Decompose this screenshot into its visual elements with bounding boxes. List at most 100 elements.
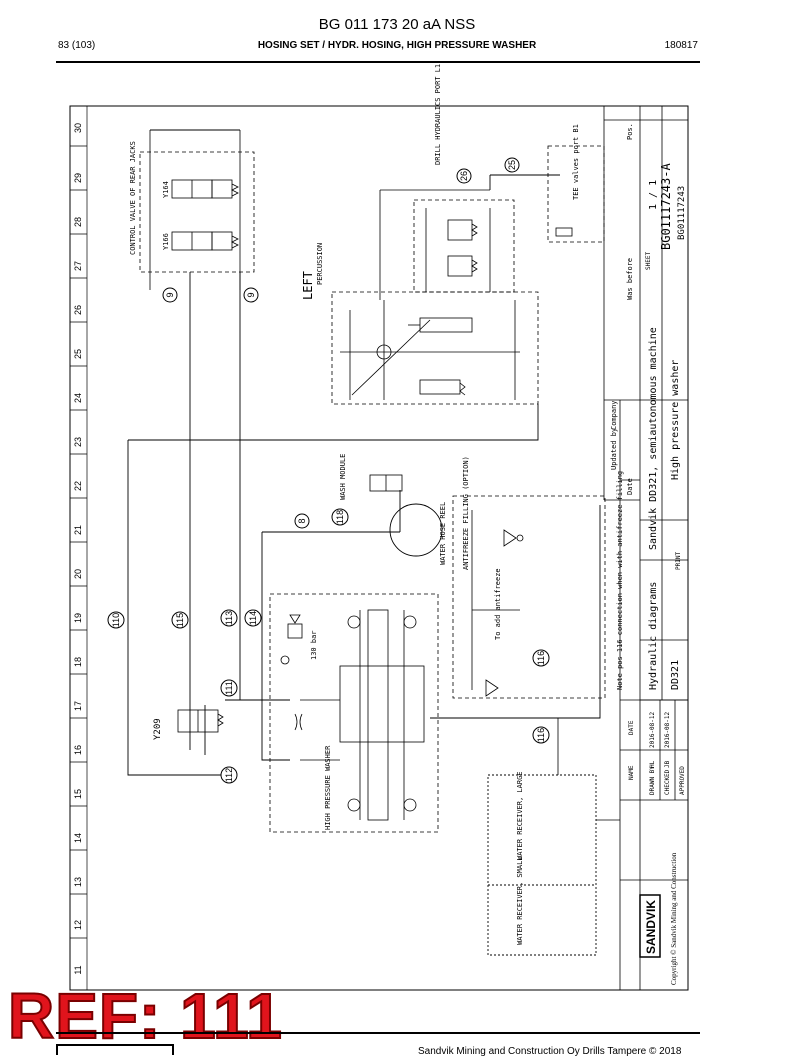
svg-text:BG01117243-A: BG01117243-A: [659, 163, 673, 250]
svg-text:30: 30: [73, 123, 83, 133]
svg-text:110: 110: [111, 613, 121, 627]
water-receivers: [487, 774, 597, 956]
svg-text:SANDVIK: SANDVIK: [644, 900, 658, 954]
svg-text:21: 21: [73, 525, 83, 535]
callout-116b: 116: [532, 726, 550, 744]
svg-text:APPROVED: APPROVED: [679, 766, 686, 795]
ref-stamp: REF: 111: [7, 980, 283, 1052]
svg-text:8: 8: [297, 518, 307, 523]
svg-text:High pressure washer: High pressure washer: [670, 360, 681, 480]
svg-text:19: 19: [73, 613, 83, 623]
svg-text:Date: Date: [626, 478, 634, 495]
svg-text:111: 111: [224, 681, 234, 695]
svg-text:28: 28: [73, 217, 83, 227]
svg-text:ANTIFREEZE FILLING (OPTION): ANTIFREEZE FILLING (OPTION): [462, 456, 470, 570]
svg-text:12: 12: [73, 920, 83, 930]
svg-text:PERCUSSION: PERCUSSION: [316, 243, 324, 285]
footer-rule: [56, 1032, 700, 1034]
svg-text:25: 25: [507, 160, 517, 170]
svg-text:DRAWN BY: DRAWN BY: [649, 766, 656, 795]
water-hose-reel: [389, 503, 443, 557]
svg-text:112: 112: [224, 768, 234, 782]
svg-text:DRILL HYDRAULICS PORT L1: DRILL HYDRAULICS PORT L1: [434, 64, 442, 165]
percussion-circuit: [331, 291, 539, 405]
svg-text:Company: Company: [610, 400, 618, 430]
svg-text:To add antifreeze: To add antifreeze: [494, 568, 502, 640]
svg-text:LEFT: LEFT: [301, 271, 315, 300]
page-number: 83 (103): [58, 40, 96, 51]
svg-text:Y209: Y209: [153, 718, 163, 740]
title-block-text: Sandvik DD321, semiautonomous machine Hi…: [610, 123, 687, 795]
callout-112: 112: [220, 766, 238, 784]
svg-text:CHECKED: CHECKED: [664, 769, 671, 795]
svg-text:16: 16: [73, 745, 83, 755]
svg-text:WASH MODULE: WASH MODULE: [339, 454, 347, 500]
callout-25: 25: [504, 157, 520, 173]
svg-text:25: 25: [73, 349, 83, 359]
svg-text:18: 18: [73, 657, 83, 667]
header-rule: [56, 61, 700, 63]
callout-115: 115: [171, 611, 189, 629]
svg-text:HIGH PRESSURE WASHER: HIGH PRESSURE WASHER: [324, 745, 332, 830]
antifreeze-box: [452, 495, 606, 699]
svg-text:Y164: Y164: [162, 181, 170, 198]
svg-text:1 / 1: 1 / 1: [648, 180, 659, 210]
svg-text:9: 9: [246, 292, 256, 297]
callout-118: 118: [331, 508, 349, 526]
document-title: BG 011 173 20 aA NSS: [318, 16, 476, 33]
svg-text:24: 24: [73, 393, 83, 403]
svg-text:116: 116: [536, 728, 546, 742]
svg-text:23: 23: [73, 437, 83, 447]
callout-111: 111: [220, 679, 238, 697]
svg-text:PRINT: PRINT: [675, 552, 682, 570]
svg-text:TEE valves port B1: TEE valves port B1: [572, 124, 580, 200]
drawing-frame: [69, 105, 689, 991]
y209-valve: [177, 709, 224, 733]
svg-text:WATER RECEIVER, LARGE: WATER RECEIVER, LARGE: [516, 771, 524, 860]
svg-text:9: 9: [165, 292, 175, 297]
callout-9a: 9: [162, 287, 178, 303]
callouts: 9 9 25 26 8 118 110 115 113 114 111 112 …: [107, 157, 550, 784]
svg-text:WATER HOSE REEL: WATER HOSE REEL: [439, 502, 447, 565]
percussion-valves: [379, 189, 515, 300]
svg-text:Updated by: Updated by: [610, 428, 618, 470]
svg-text:114: 114: [248, 611, 258, 625]
svg-text:CONTROL VALVE OF REAR JACKS: CONTROL VALVE OF REAR JACKS: [129, 141, 137, 255]
footer-logo-icon: [56, 1044, 174, 1055]
svg-text:Note pos 116 connection when w: Note pos 116 connection when with antifr…: [616, 471, 624, 690]
diagram-labels: CONTROL VALVE OF REAR JACKS LEFT PERCUSS…: [129, 64, 624, 945]
svg-text:DATE: DATE: [628, 720, 635, 735]
svg-text:15: 15: [73, 789, 83, 799]
svg-text:Sandvik DD321, semiautonomous: Sandvik DD321, semiautonomous machine: [648, 327, 659, 550]
svg-text:13: 13: [73, 877, 83, 887]
svg-text:Copyright © Sandvik Mining and: Copyright © Sandvik Mining and Construct…: [670, 852, 678, 985]
title-block: [603, 106, 688, 990]
sandvik-logo: SANDVIK Copyright © Sandvik Mining and C…: [639, 852, 678, 985]
control-valve-box: [139, 130, 255, 290]
high-pressure-washer-box: [269, 593, 439, 833]
callout-110: 110: [107, 611, 125, 629]
svg-text:Pos.: Pos.: [626, 123, 634, 140]
callout-114: 114: [244, 609, 262, 627]
callout-26: 26: [456, 168, 472, 184]
grid-numbers: 11 12 13 14 15 16 17 18 19 20 21 22 23 2…: [73, 123, 83, 975]
svg-text:113: 113: [224, 611, 234, 625]
callout-116a: 116: [532, 649, 550, 667]
svg-text:NAME: NAME: [628, 765, 635, 780]
svg-text:Y166: Y166: [162, 233, 170, 250]
grid-ticks: [70, 145, 87, 939]
svg-text:2016-08-12: 2016-08-12: [664, 711, 671, 748]
svg-text:2016-08-12: 2016-08-12: [649, 711, 656, 748]
callout-9b: 9: [243, 287, 259, 303]
svg-text:Was before: Was before: [626, 258, 634, 300]
date-code: 180817: [664, 40, 698, 51]
svg-text:20: 20: [73, 569, 83, 579]
svg-text:22: 22: [73, 481, 83, 491]
hydraulic-lines: [127, 129, 601, 776]
svg-text:11: 11: [73, 965, 83, 974]
svg-text:26: 26: [459, 171, 469, 181]
callout-113: 113: [220, 609, 238, 627]
svg-text:17: 17: [73, 701, 83, 711]
svg-text:Hydraulic diagrams: Hydraulic diagrams: [648, 582, 659, 690]
section-title: HOSING SET / HYDR. HOSING, HIGH PRESSURE…: [257, 40, 537, 51]
